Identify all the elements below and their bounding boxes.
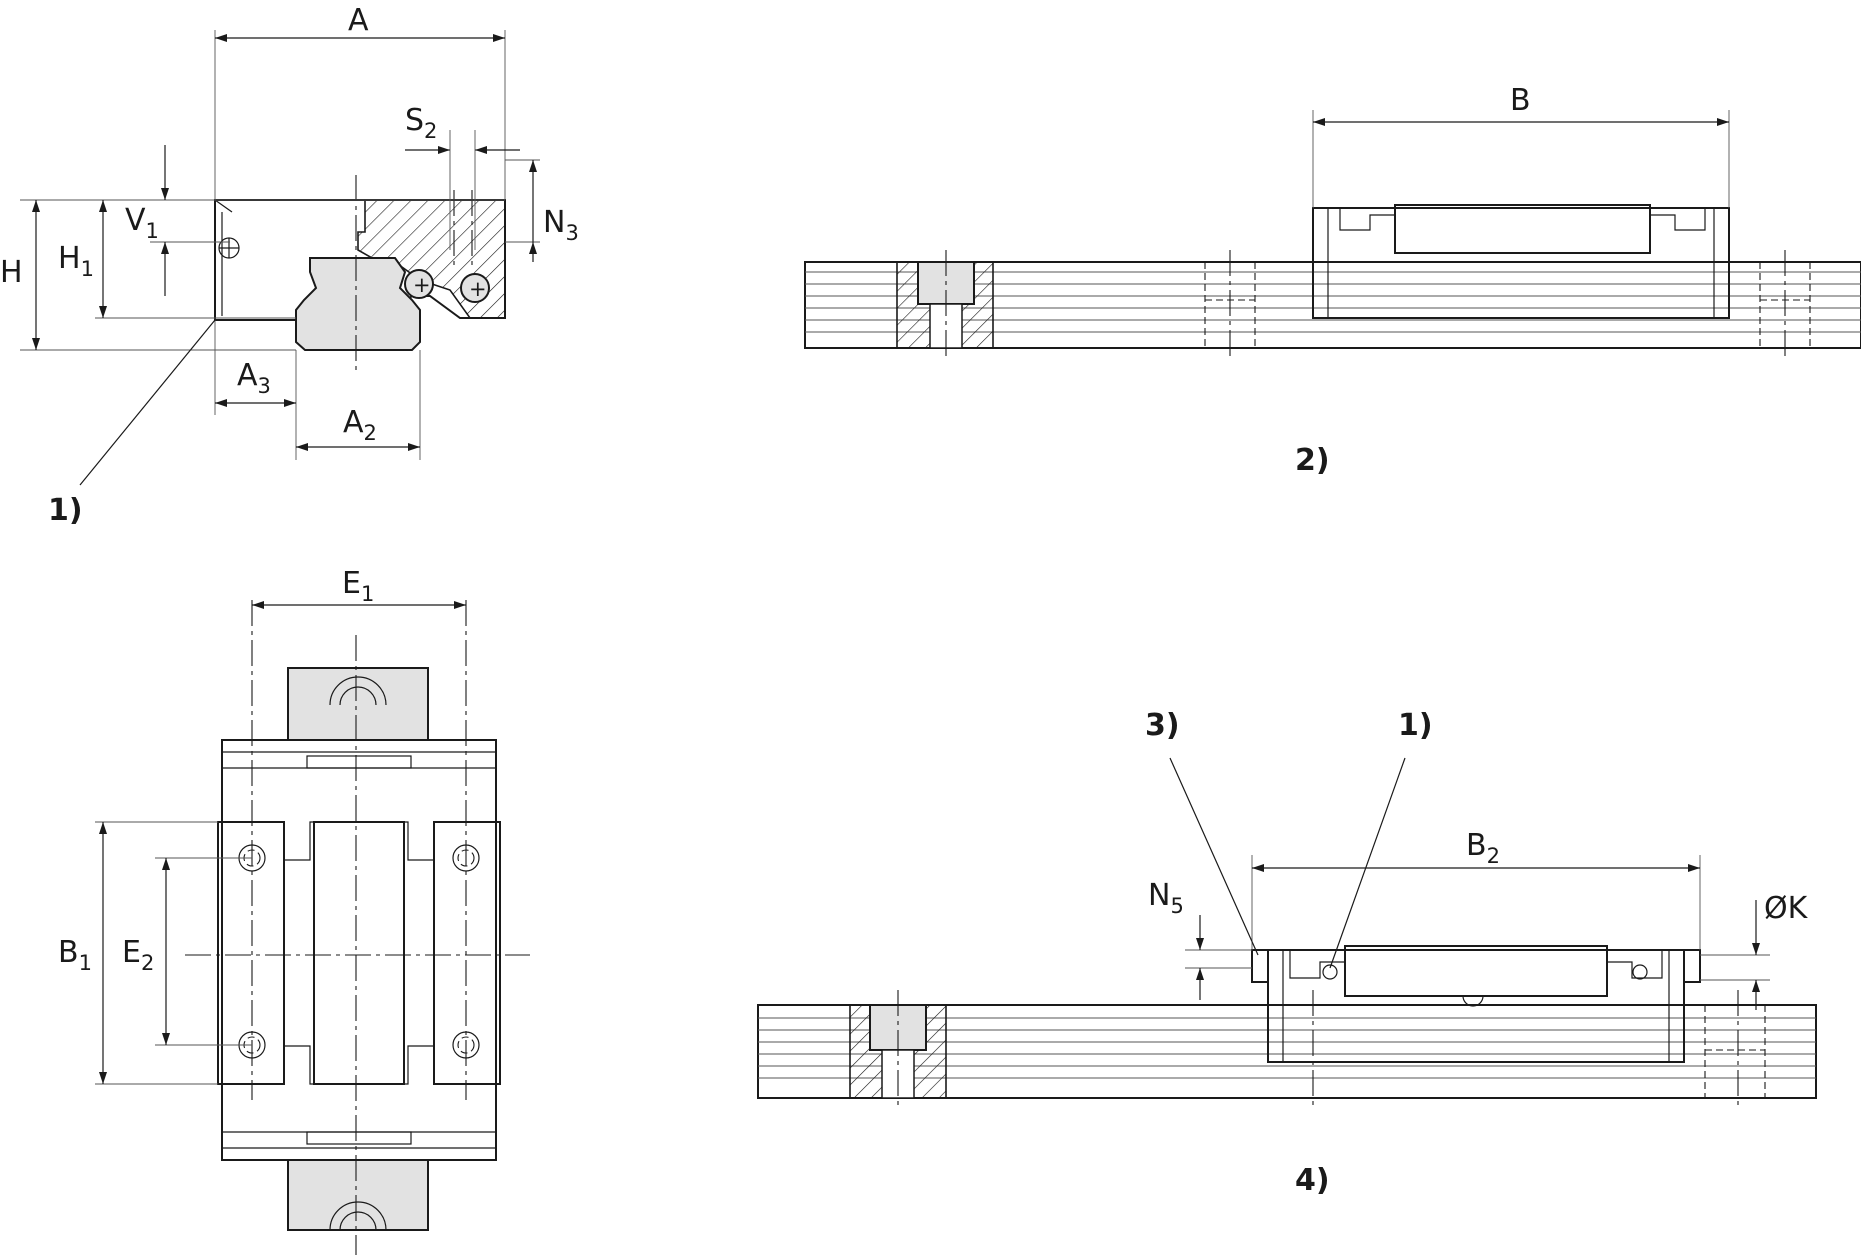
rail-bottom-end (287, 1159, 429, 1231)
side-view-short-carriage: B 2) (804, 83, 1861, 478)
dim-B1-label: B1 (58, 935, 92, 975)
dim-H1-label: H1 (58, 241, 94, 281)
dim-OK-label: ØK (1764, 891, 1809, 926)
front-section-view: + + A S2 N3 V1 H (0, 3, 579, 528)
svg-text:+: + (413, 273, 431, 297)
center-block (313, 821, 405, 1085)
dim-H-label: H (0, 255, 23, 290)
dim-A3-label: A3 (237, 358, 271, 398)
carriage-top-plate-2 (1394, 204, 1651, 254)
view-2-label: 2) (1295, 443, 1330, 478)
svg-text:+: + (469, 277, 487, 301)
dim-N3-label: N3 (543, 205, 579, 245)
note-3: 3) (1145, 708, 1180, 743)
dim-S2-label: S2 (405, 103, 437, 143)
dim-A-label: A (348, 3, 369, 38)
flange-left (217, 821, 285, 1085)
dim-E2-label: E2 (122, 935, 154, 975)
end-seal-right (1683, 949, 1701, 983)
carriage-top-outline (221, 739, 497, 1161)
rail-side-2 (804, 261, 1861, 349)
dim-V1-label: V1 (125, 203, 159, 243)
dim-A2-label: A2 (343, 405, 377, 445)
dim-N5-label: N5 (1148, 878, 1184, 918)
note-1-front: 1) (48, 493, 83, 528)
note-1-side: 1) (1398, 708, 1433, 743)
end-seal-left (1251, 949, 1269, 983)
dim-B-label: B (1510, 83, 1531, 118)
ball-left (404, 269, 434, 299)
side-view-long-carriage: B2 N5 ØK 3) 1) 4) (757, 708, 1817, 1198)
carriage-top-plate-4 (1344, 945, 1608, 997)
rail-top-end (287, 667, 429, 741)
dim-B2-label: B2 (1466, 828, 1500, 868)
dim-E1-label: E1 (342, 566, 374, 606)
lube-port-side (1322, 964, 1338, 980)
top-view: E1 B1 E2 (58, 566, 530, 1255)
rail-section (295, 257, 421, 351)
carriage-left-recess (214, 199, 233, 320)
flange-right (433, 821, 501, 1085)
ball-right (460, 273, 490, 303)
view-4-label: 4) (1295, 1163, 1330, 1198)
rail-side-4 (757, 1004, 1817, 1099)
